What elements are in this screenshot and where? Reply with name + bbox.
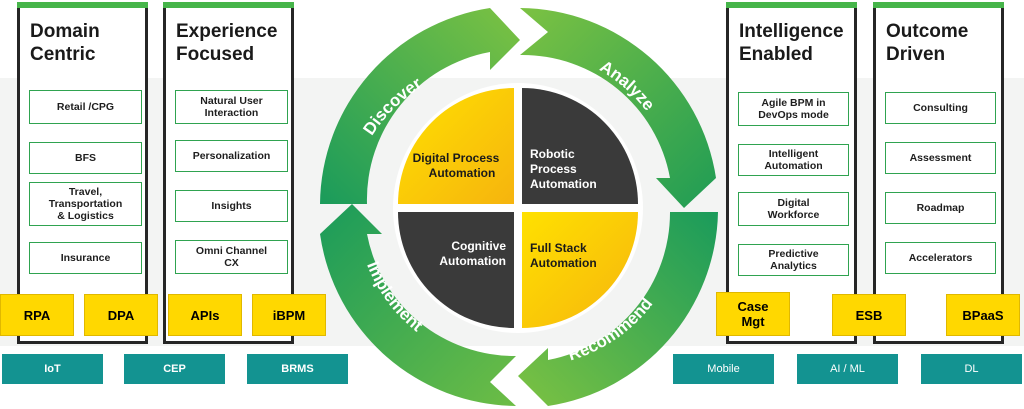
dl-box: DL <box>921 354 1022 384</box>
item-bfs: BFS <box>29 142 142 174</box>
cognitive-label-line2: Automation <box>439 254 506 268</box>
item-accelerators: Accelerators <box>885 242 996 274</box>
robotic-label-line1: Robotic <box>530 147 575 161</box>
cognitive-label-line1: Cognitive <box>451 239 506 253</box>
quadrant-cognitive-automation <box>398 212 514 328</box>
dpa-box: DPA <box>84 294 158 336</box>
recommend-arrow-segment <box>518 212 718 406</box>
robotic-label-line3: Automation <box>530 177 597 191</box>
bpaas-box: BPaaS <box>946 294 1020 336</box>
discover-arrow-segment <box>320 8 520 204</box>
brms-box: BRMS <box>247 354 348 384</box>
full-stack-label-line2: Automation <box>530 256 597 270</box>
item-insights: Insights <box>175 190 288 222</box>
column-accent-bar <box>17 2 148 8</box>
quadrant-robotic-process-automation <box>522 88 638 204</box>
item-assessment: Assessment <box>885 142 996 174</box>
apis-box: APIs <box>168 294 242 336</box>
item-retail-cpg: Retail /CPG <box>29 90 142 124</box>
column-accent-bar <box>163 2 294 8</box>
item-travel-transportation-logistics: Travel,Transportation& Logistics <box>29 182 142 226</box>
analyze-arrow-segment <box>520 8 716 208</box>
esb-box: ESB <box>832 294 906 336</box>
inner-circle-background <box>393 83 643 333</box>
ai-ml-box: AI / ML <box>797 354 898 384</box>
item-personalization: Personalization <box>175 140 288 172</box>
implement-arrow-segment <box>320 204 516 406</box>
quadrant-digital-process-automation <box>398 88 514 204</box>
digital-process-label-line2: Automation <box>429 166 496 180</box>
item-insurance: Insurance <box>29 242 142 274</box>
item-consulting: Consulting <box>885 92 996 124</box>
ibpm-box: iBPM <box>252 294 326 336</box>
quadrant-full-stack-automation <box>522 212 638 328</box>
mobile-box: Mobile <box>673 354 774 384</box>
column-accent-bar <box>873 2 1004 8</box>
column-accent-bar <box>726 2 857 8</box>
iot-box: IoT <box>2 354 103 384</box>
digital-process-label-line1: Digital Process <box>413 151 500 165</box>
rpa-box: RPA <box>0 294 74 336</box>
robotic-label-line2: Process <box>530 162 577 176</box>
cep-box: CEP <box>124 354 225 384</box>
full-stack-label-line1: Full Stack <box>530 241 587 255</box>
item-roadmap: Roadmap <box>885 192 996 224</box>
